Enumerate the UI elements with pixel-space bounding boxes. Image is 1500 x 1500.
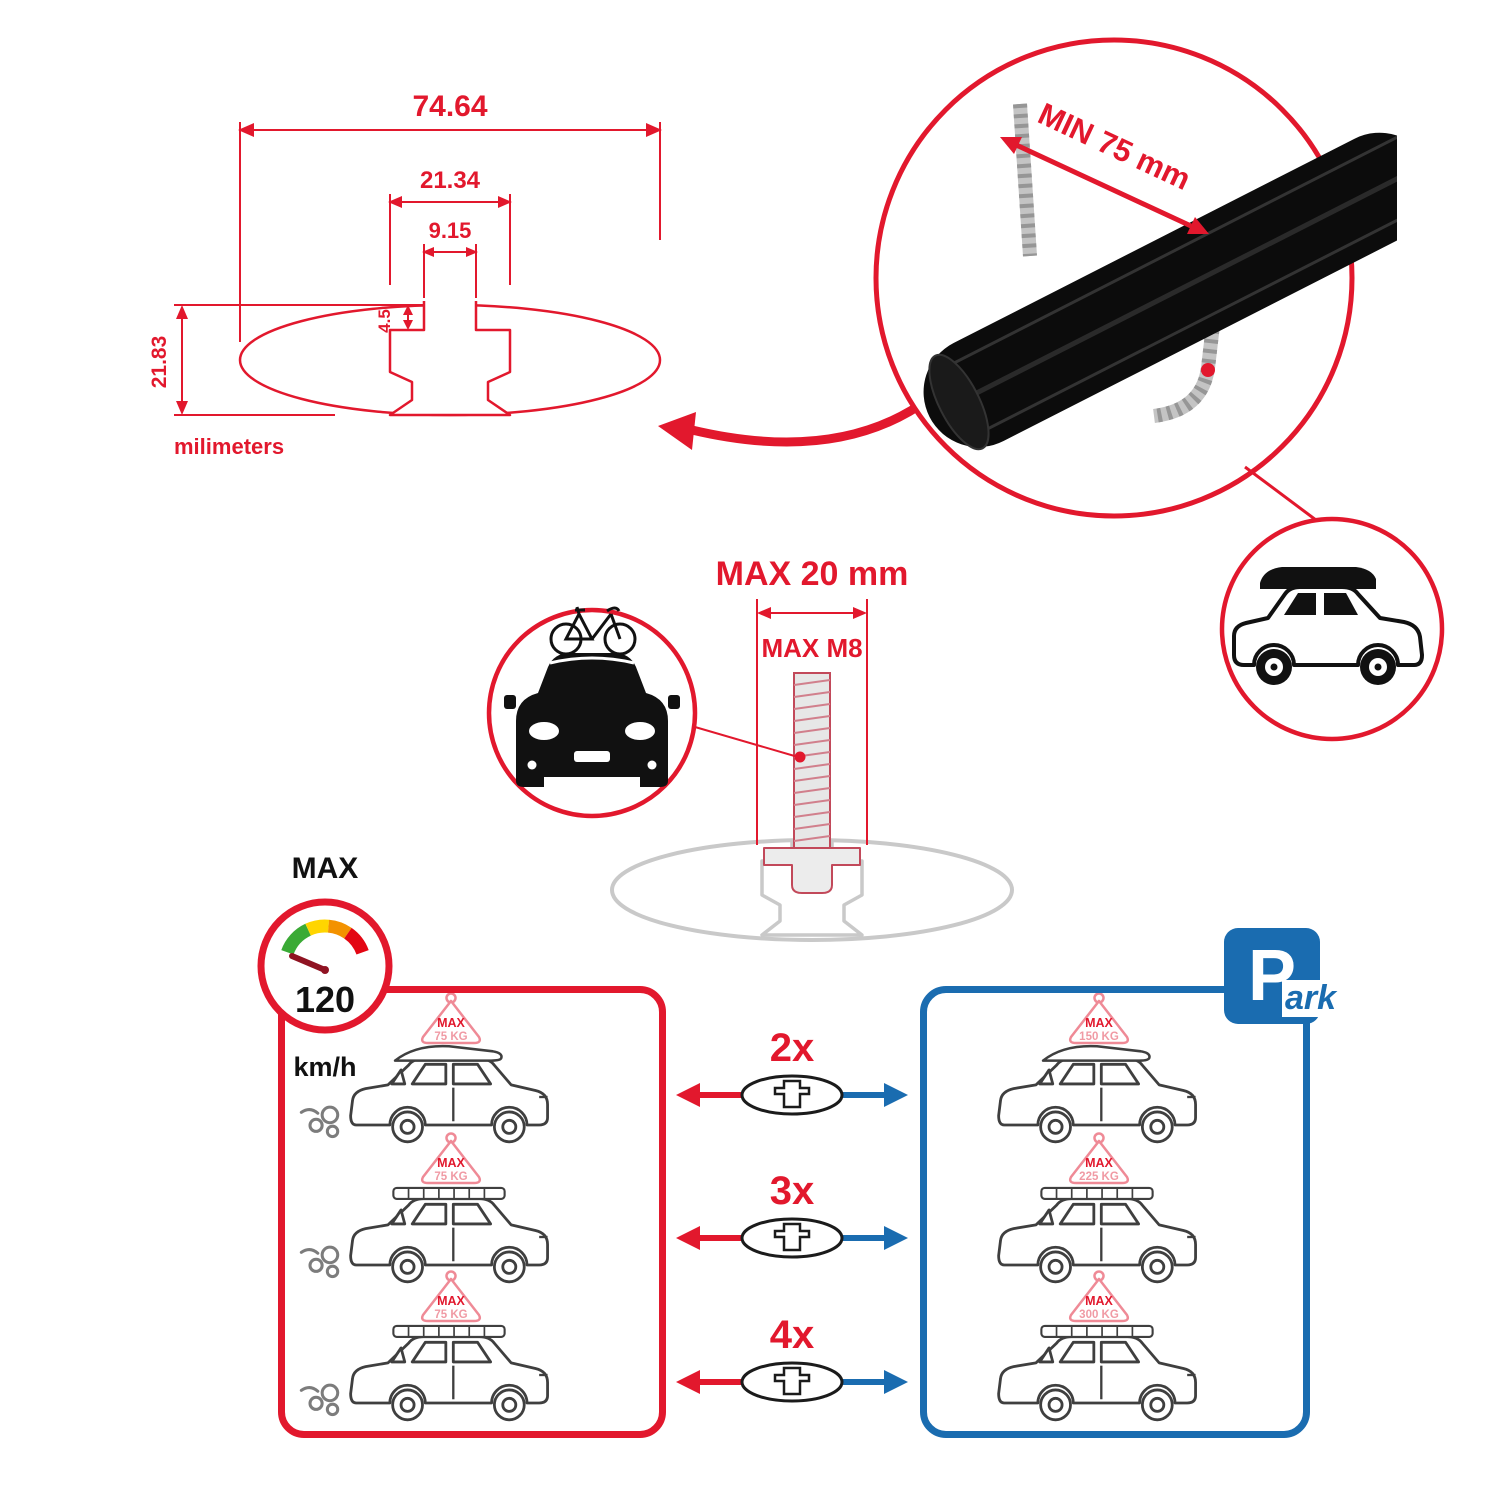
load-value: 75 KG: [434, 1031, 467, 1043]
load-max-label: MAX: [437, 1156, 465, 1170]
crossbar-profile-dimension-diagram: 74.64 21.34 9.15 4.5 21.83 milimeters: [150, 90, 662, 459]
load-value: 150 KG: [1079, 1031, 1119, 1043]
dim-total-height: 21.83: [150, 336, 171, 389]
bolt-dimension-lines: [756, 599, 868, 845]
profile-t-slot-channel: [388, 301, 512, 417]
load-max-label: MAX: [1085, 1156, 1113, 1170]
load-max-label: MAX: [437, 1016, 465, 1030]
car-icon: [997, 1057, 1197, 1144]
gauge-needle: [289, 953, 328, 973]
bolt-max-width-label: MAX 20 mm: [716, 555, 909, 593]
load-value: 75 KG: [434, 1309, 467, 1321]
crossbar-section-icon: [740, 1361, 844, 1403]
min-span-arrow: [1000, 137, 1209, 234]
suv-roofbox-circle: [1219, 516, 1445, 742]
dimension-arrowheads: [176, 123, 662, 415]
detail-to-profile-arrow: [658, 394, 933, 450]
speed-value: 120: [295, 979, 355, 1020]
driving-panel-art: MAX 75 KG MAX 75 KG MAX 75 KG: [299, 992, 549, 1422]
suv-with-roofbox: [1232, 567, 1424, 685]
exhaust-smoke-icon: [299, 1105, 340, 1139]
dim-slot-depth: 4.5: [375, 309, 394, 333]
speed-max-label: MAX: [292, 852, 359, 885]
multiplier-label: 2x: [770, 1026, 815, 1070]
crossbar-section-icon: [740, 1217, 844, 1259]
roof-basket-icon: [392, 1324, 506, 1338]
bolt-diagram: MAX 20 mm MAX M8: [486, 555, 1014, 942]
car-icon: [997, 1197, 1197, 1284]
gauge-arcs: [281, 919, 369, 955]
leader-dot: [794, 751, 806, 763]
driving-panel: MAX 75 KG MAX 75 KG MAX 75 KG: [278, 986, 666, 1438]
car-icon: [349, 1335, 549, 1422]
dim-units-label: milimeters: [174, 434, 284, 459]
load-value: 300 KG: [1079, 1309, 1119, 1321]
parking-panel: MAX 150 KG MAX 225 KG MAX 300 KG: [920, 986, 1310, 1438]
multiplier-row-4x: 4x: [676, 1313, 908, 1403]
roofbox-icon: [1041, 1044, 1151, 1062]
arrowhead: [658, 412, 696, 450]
roof-basket-icon: [392, 1186, 506, 1200]
load-value: 75 KG: [434, 1171, 467, 1183]
roof-basket-icon: [1040, 1324, 1154, 1338]
bolt-max-thread-label: MAX M8: [761, 633, 862, 663]
crossbar-section-icon: [740, 1074, 844, 1116]
exhaust-smoke-icon: [299, 1245, 340, 1279]
car-front-silhouette: [504, 653, 680, 787]
multiplier-row-2x: 2x: [676, 1026, 908, 1116]
multiplier-row-3x: 3x: [676, 1169, 908, 1259]
load-max-label: MAX: [437, 1294, 465, 1308]
detail-to-suv-connector: [1244, 465, 1321, 525]
speed-unit: km/h: [293, 1052, 356, 1082]
t-bolt: [763, 672, 861, 894]
black-crossbar: [923, 132, 1397, 451]
clamp-end-dot: [1201, 363, 1215, 377]
load-max-label: MAX: [1085, 1016, 1113, 1030]
parking-panel-art: MAX 150 KG MAX 225 KG MAX 300 KG: [997, 992, 1197, 1422]
multiplier-label: 4x: [770, 1313, 815, 1357]
car-icon: [349, 1197, 549, 1284]
load-max-label: MAX: [1085, 1294, 1113, 1308]
exhaust-smoke-icon: [299, 1383, 340, 1417]
park-sign-ark: ark: [1282, 979, 1340, 1018]
park-sign: P ark: [1224, 928, 1384, 1038]
dim-total-width: 74.64: [412, 90, 487, 123]
car-icon: [997, 1335, 1197, 1422]
speed-limit-gauge: MAX 120 km/h: [257, 852, 393, 1082]
crossbar-detail-circle: MIN 75 mm: [873, 37, 1397, 519]
load-value: 225 KG: [1079, 1171, 1119, 1183]
roof-basket-icon: [1040, 1186, 1154, 1200]
dim-channel-width: 21.34: [420, 167, 481, 194]
multiplier-label: 3x: [770, 1169, 815, 1213]
bicycle-icon: [549, 606, 637, 656]
dim-slot-width: 9.15: [429, 218, 472, 243]
